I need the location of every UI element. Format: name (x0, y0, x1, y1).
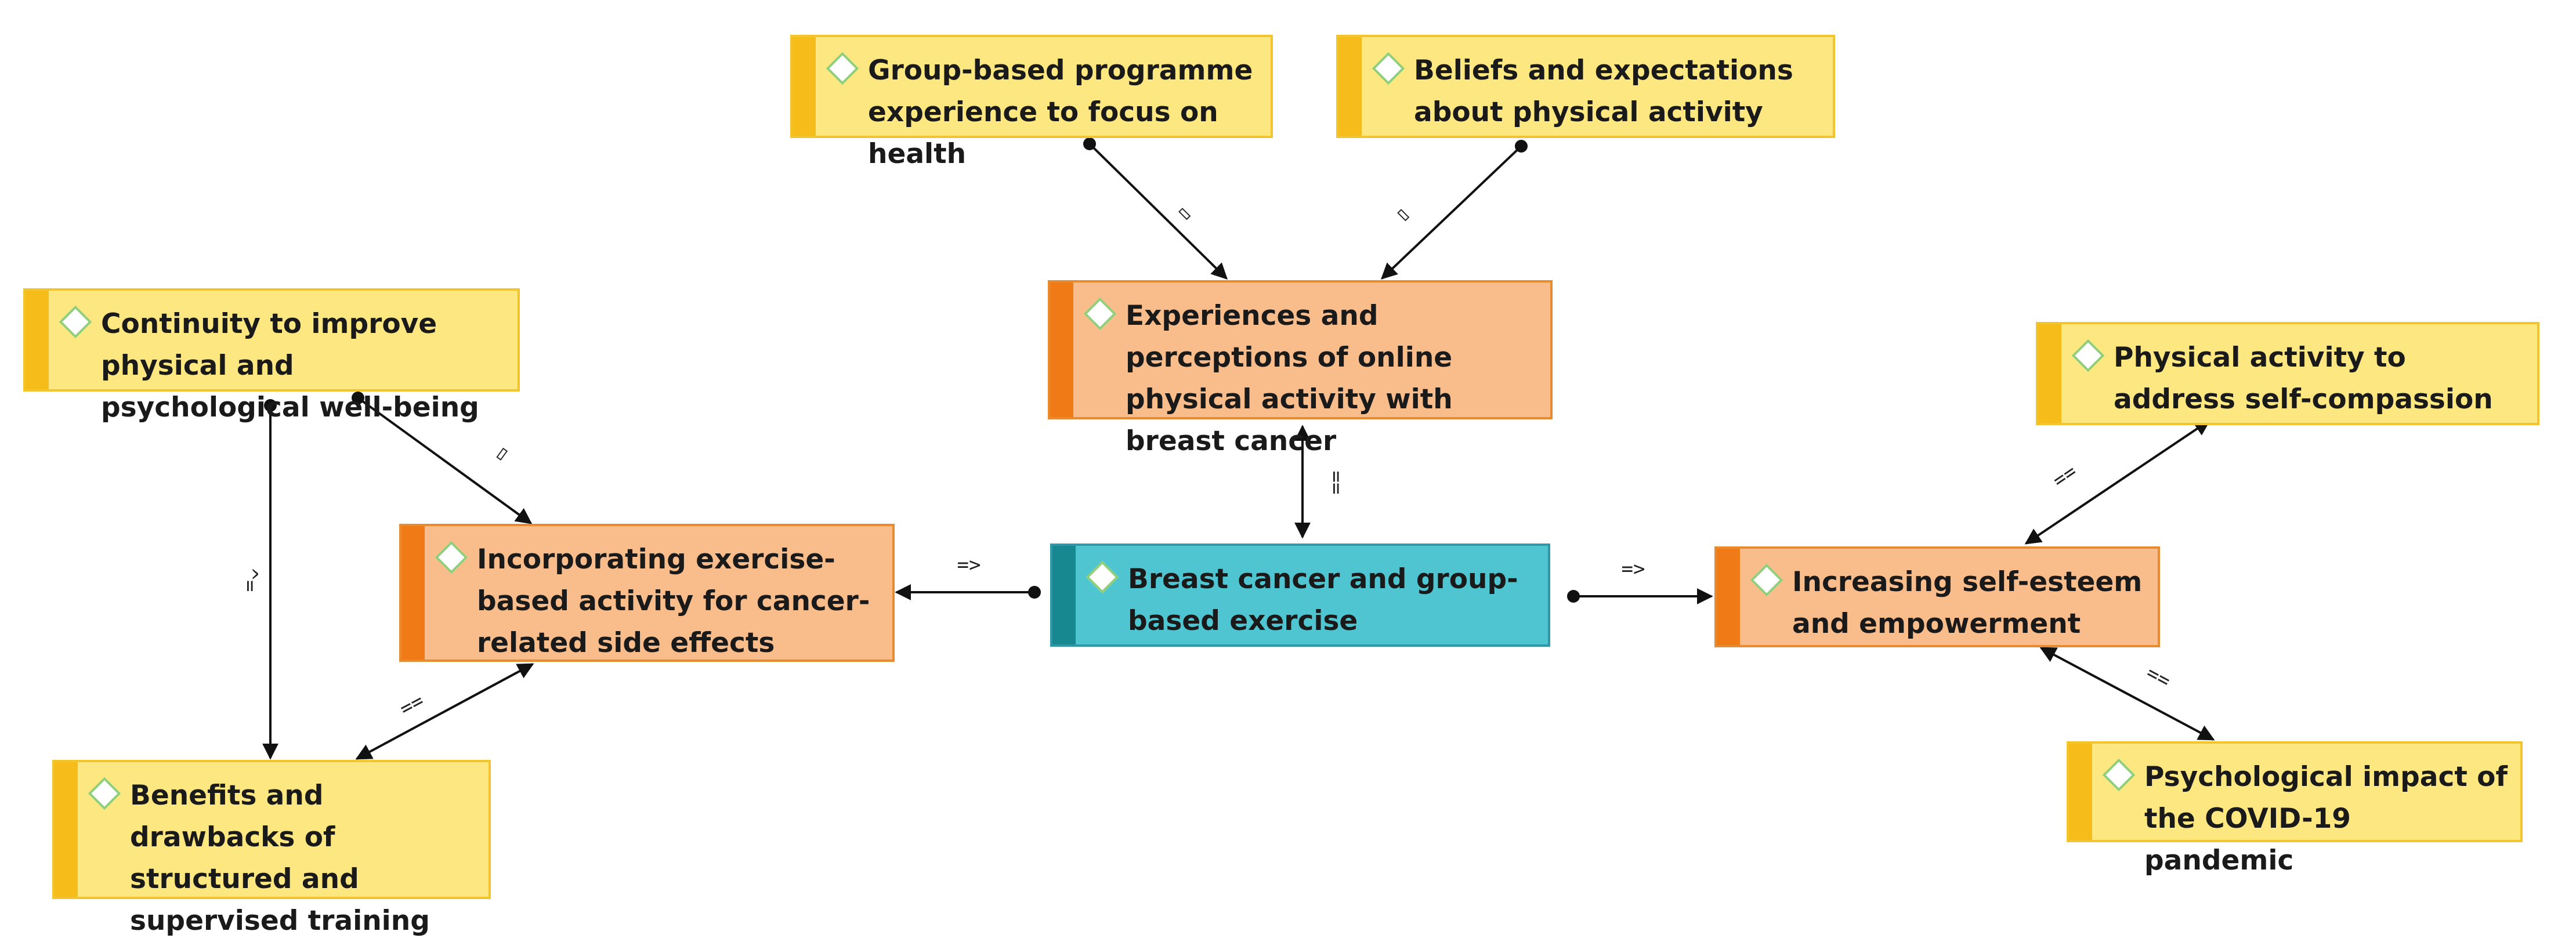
code-diamond-icon (1083, 297, 1117, 331)
relation-label-cause: => (1622, 557, 1645, 581)
code-diamond-icon (59, 305, 92, 339)
node-label: Experiences and perceptions of online ph… (1126, 300, 1453, 457)
node-psychological-impact-covid[interactable]: Psychological impact of the COVID-19 pan… (2067, 741, 2523, 876)
node-color-bar (26, 291, 49, 389)
node-label: Increasing self-esteem and empowerment (1792, 566, 2143, 640)
relation-label-part-of: ▯ (1390, 202, 1415, 227)
node-label: Benefits and drawbacks of structured and… (130, 780, 430, 937)
link-start-dot (352, 392, 364, 404)
relation-label-associated: == (396, 689, 428, 721)
node-label: Continuity to improve physical and psych… (101, 308, 479, 423)
node-color-bar (1050, 282, 1073, 417)
code-diamond-icon (435, 541, 468, 574)
node-label: Psychological impact of the COVID-19 pan… (2144, 761, 2508, 876)
node-label: Beliefs and expectations about physical … (1414, 55, 1793, 128)
code-diamond-icon (1086, 560, 1119, 594)
node-color-bar (1052, 546, 1076, 644)
node-group-based-programme[interactable]: Group-based programme experience to focu… (790, 35, 1273, 170)
code-diamond-icon (88, 777, 121, 810)
node-color-bar (1717, 549, 1740, 645)
node-breast-cancer-group-exercise[interactable]: Breast cancer and group-based exercise (1050, 544, 1550, 647)
relation-label-cause: => (957, 553, 981, 577)
link-continuity-to-incorporating (357, 397, 533, 524)
code-diamond-icon (826, 52, 859, 85)
node-color-bar (55, 762, 78, 897)
node-benefits-drawbacks[interactable]: Benefits and drawbacks of structured and… (52, 760, 491, 937)
link-start-dot (1515, 140, 1528, 153)
node-color-bar (2038, 324, 2061, 423)
node-label: Physical activity to address self-compas… (2114, 342, 2493, 415)
node-incorporating-exercise[interactable]: Incorporating exercise-based activity fo… (399, 524, 895, 662)
link-beliefs-to-experiences (1380, 145, 1522, 280)
link-start-dot (1567, 590, 1580, 603)
node-continuity[interactable]: Continuity to improve physical and psych… (23, 288, 520, 423)
link-group-to-experiences (1088, 143, 1228, 280)
relation-label-part-of: ▯ (491, 440, 514, 466)
node-color-bar (793, 37, 816, 136)
link-self-esteem-to-self-compassion (2024, 419, 2211, 545)
code-diamond-icon (2102, 758, 2136, 792)
node-self-esteem[interactable]: Increasing self-esteem and empowerment (1714, 546, 2160, 647)
code-diamond-icon (1372, 52, 1405, 85)
link-self-esteem-to-covid (2039, 647, 2215, 741)
node-color-bar (1338, 37, 1362, 136)
node-label: Breast cancer and group-based exercise (1128, 563, 1518, 637)
link-start-dot (1083, 137, 1096, 150)
node-beliefs-expectations[interactable]: Beliefs and expectations about physical … (1336, 35, 1835, 138)
relation-label-part-of: ▯ (1171, 201, 1196, 226)
node-label: Group-based programme experience to focu… (868, 55, 1253, 170)
link-start-dot (264, 399, 277, 412)
node-label: Incorporating exercise-based activity fo… (477, 544, 870, 659)
node-experiences-online[interactable]: Experiences and perceptions of online ph… (1048, 280, 1553, 457)
relation-label-property: ^= (238, 568, 262, 592)
relation-label-associated: == (2049, 460, 2081, 492)
node-color-bar (2069, 744, 2092, 840)
code-diamond-icon (1750, 563, 1783, 597)
relation-label-associated: == (1325, 471, 1348, 495)
node-physical-self-compassion[interactable]: Physical activity to address self-compas… (2036, 322, 2539, 425)
link-start-dot (1028, 586, 1041, 599)
node-color-bar (401, 526, 425, 660)
relation-label-associated: == (2143, 661, 2175, 693)
code-diamond-icon (2071, 339, 2105, 372)
link-benefits-to-incorporating (355, 663, 534, 760)
